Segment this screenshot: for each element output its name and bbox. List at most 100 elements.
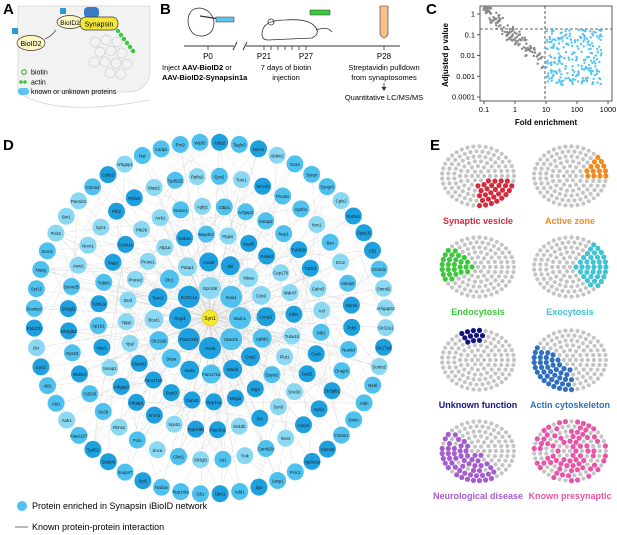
e-dot — [531, 354, 537, 361]
e-dot — [566, 333, 571, 338]
e-dot — [488, 341, 493, 346]
e-dot — [541, 369, 547, 375]
e-category-label: Neurological disease — [433, 491, 523, 501]
e-dot — [601, 348, 606, 353]
e-dot — [446, 271, 453, 277]
e-dot — [466, 461, 472, 467]
d-node-label: Sh3glb1 — [324, 389, 340, 394]
e-dot — [470, 338, 477, 344]
d-node — [187, 420, 205, 438]
c-point — [548, 54, 551, 57]
c-point — [570, 79, 573, 83]
e-dot — [484, 461, 490, 467]
c-point — [558, 78, 561, 82]
d-node-label: Ap2b1 — [295, 207, 308, 212]
e-dot — [545, 166, 550, 171]
e-dot — [575, 339, 580, 344]
e-dot — [588, 375, 593, 380]
e-dot — [441, 441, 446, 446]
e-dot — [595, 430, 601, 435]
e-dot — [487, 448, 493, 454]
c-point — [582, 58, 586, 62]
c-point — [555, 81, 558, 85]
e-dot — [505, 443, 510, 449]
c-point — [539, 57, 542, 60]
e-dot — [581, 439, 586, 444]
e-dot — [483, 477, 489, 483]
c-point — [524, 46, 527, 50]
c-point — [517, 44, 520, 47]
e-dot — [541, 276, 547, 282]
e-dot — [439, 445, 445, 452]
c-point — [488, 7, 491, 10]
d-node-label: Slc12a5 — [151, 339, 167, 344]
e-dot — [575, 419, 581, 425]
e-dot — [545, 465, 550, 470]
e-dot — [557, 145, 562, 150]
e-dot — [550, 264, 555, 270]
d-node-label: Gpr158 — [203, 286, 218, 291]
e-dot — [575, 376, 580, 381]
e-dot — [489, 164, 494, 169]
e-dot — [499, 380, 504, 385]
e-dot — [476, 478, 483, 484]
biotin-icon — [21, 69, 27, 75]
e-dot — [586, 423, 592, 429]
c-point — [511, 29, 514, 33]
e-dot — [568, 478, 575, 484]
d-node-label: Arfgap2 — [238, 210, 254, 215]
c-point — [557, 80, 560, 84]
e-dot — [505, 357, 510, 363]
c-point — [505, 38, 509, 41]
e-dot — [548, 162, 553, 167]
panel-letter-e: E — [430, 137, 440, 154]
c-xlabel: Fold enrichment — [515, 118, 578, 127]
e-dot — [555, 173, 561, 179]
e-dot — [493, 462, 498, 467]
e-dot — [483, 283, 488, 288]
e-dot — [457, 338, 462, 343]
d-node — [134, 472, 152, 490]
c-point — [529, 47, 532, 50]
e-dot — [453, 157, 458, 162]
e-dot — [496, 156, 501, 161]
e-dot — [509, 255, 514, 260]
e-dot — [450, 428, 455, 433]
c-point — [594, 54, 597, 57]
e-dot — [538, 248, 543, 253]
e-dot — [571, 188, 576, 193]
e-dot — [563, 203, 568, 208]
e-dot — [468, 150, 473, 155]
e-dot — [537, 354, 543, 361]
e-dot — [458, 173, 463, 179]
e-dot — [445, 445, 451, 452]
e-dot — [460, 280, 465, 285]
e-dot — [503, 192, 509, 198]
d-node-label: Ap1b1 — [92, 324, 105, 329]
e-dot — [475, 274, 481, 279]
e-dot — [541, 436, 547, 442]
d-node — [321, 233, 339, 251]
d-node-label: Rab27b — [27, 326, 43, 331]
d-node — [90, 295, 108, 313]
bioid2-arrow — [44, 29, 57, 40]
e-dot — [564, 159, 570, 164]
d-node-label: Sipa1l1 — [357, 231, 372, 236]
d-node-label: Cxadr — [203, 260, 215, 265]
e-dot — [474, 198, 479, 203]
e-dot — [486, 288, 491, 293]
e-dot — [552, 342, 557, 347]
e-dot — [584, 168, 590, 174]
c-point — [553, 61, 556, 65]
e-dot — [552, 249, 557, 254]
d-node-label: Syn1 — [96, 225, 106, 230]
e-dot — [484, 370, 490, 375]
e-dot — [595, 339, 601, 344]
d-node-label: Ablim2 — [271, 153, 285, 158]
e-dot — [469, 457, 475, 463]
e-dot — [581, 146, 586, 151]
d-node — [230, 417, 248, 435]
c-point — [585, 78, 588, 82]
e-dot — [569, 245, 574, 250]
